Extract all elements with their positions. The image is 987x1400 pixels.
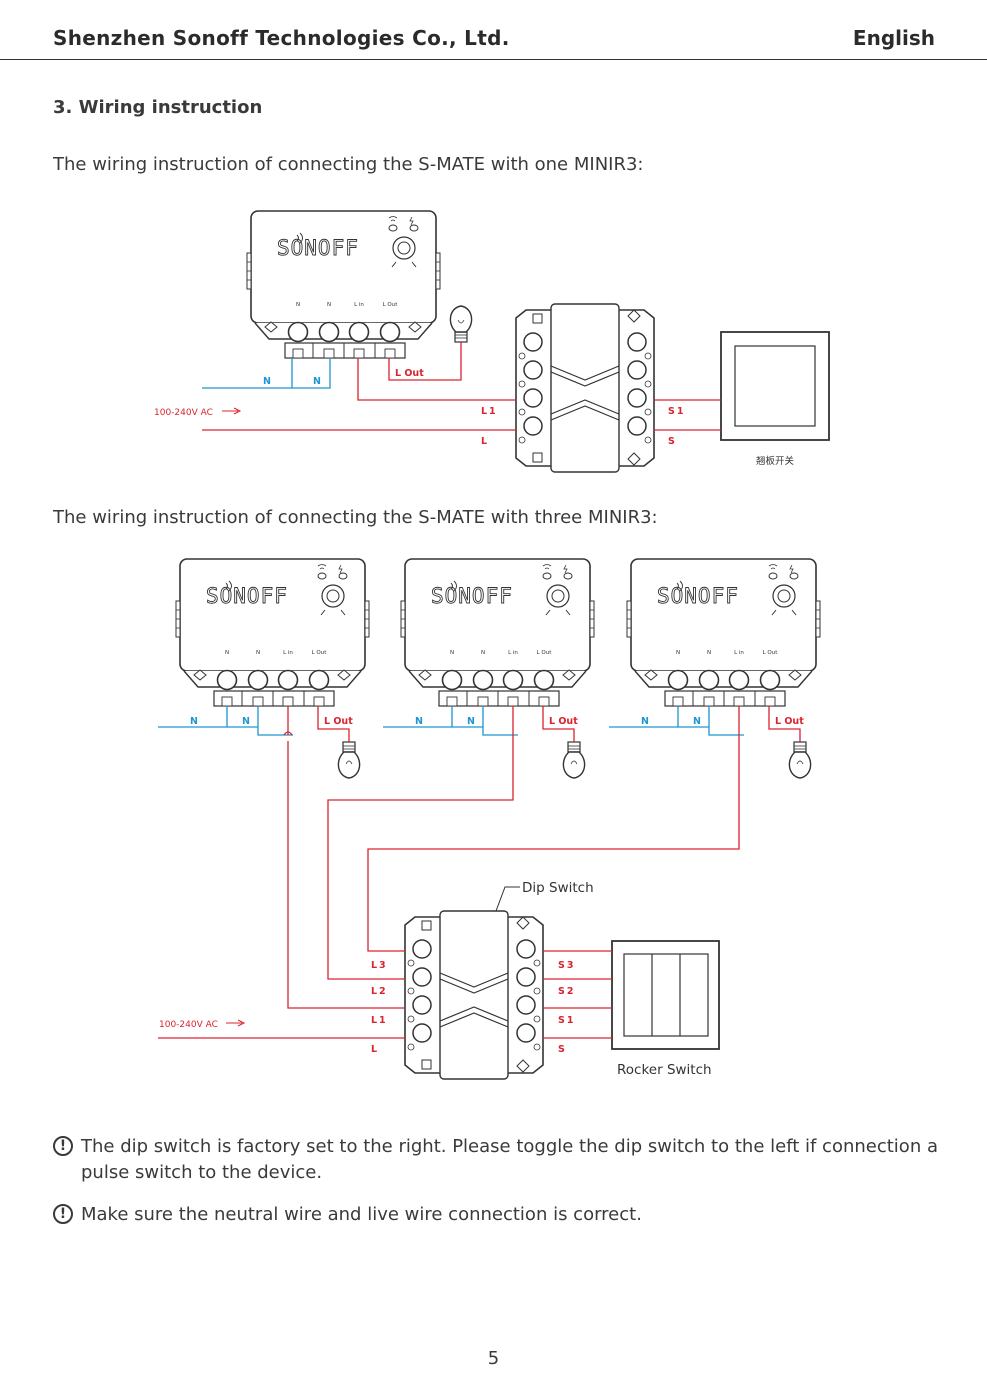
warning-icon: ! [53, 1204, 73, 1224]
label-s: S [558, 1044, 565, 1055]
caption-one-minir3: The wiring instruction of connecting the… [53, 154, 644, 175]
label-n: N [313, 376, 321, 387]
label-l: L [481, 436, 487, 447]
label-n: N [693, 716, 701, 727]
label-n: N [263, 376, 271, 387]
section-title: 3. Wiring instruction [53, 97, 263, 118]
switch-label: 翘板开关 [756, 455, 795, 467]
label-n: N [242, 716, 250, 727]
light-bulb-icon [562, 741, 586, 779]
label-l: L [371, 1044, 377, 1055]
label-s1: S1 [558, 1015, 575, 1026]
label-l-out: L Out [324, 716, 353, 727]
label-n: N [641, 716, 649, 727]
language-label: English [852, 26, 935, 50]
wiring-note-text: Make sure the neutral wire and live wire… [81, 1204, 642, 1225]
label-l-out: L Out [549, 716, 578, 727]
caption-three-minir3: The wiring instruction of connecting the… [53, 507, 658, 528]
label-l1: L1 [481, 406, 498, 417]
dip-switch-note-text: The dip switch is factory set to the rig… [81, 1136, 938, 1183]
label-n: N [415, 716, 423, 727]
label-n: N [190, 716, 198, 727]
label-s: S [668, 436, 675, 447]
light-bulb-icon [449, 305, 473, 343]
warning-icon: ! [53, 1136, 73, 1156]
label-s3: S3 [558, 960, 575, 971]
rocker-switch-label: Rocker Switch [617, 1062, 712, 1078]
dip-switch-label: Dip Switch [522, 880, 594, 896]
company-name: Shenzhen Sonoff Technologies Co., Ltd. [53, 26, 510, 50]
label-l3: L3 [371, 960, 388, 971]
label-s2: S2 [558, 986, 575, 997]
label-l2: L2 [371, 986, 388, 997]
light-bulb-icon [788, 741, 812, 779]
diagram-one-minir3 [202, 210, 830, 473]
label-s1: S1 [668, 406, 685, 417]
supply-voltage-label: 100-240V AC [154, 408, 213, 418]
rocker-switch-icon [611, 940, 720, 1050]
label-l-out: L Out [395, 368, 424, 379]
page-number: 5 [487, 1348, 500, 1369]
light-bulb-icon [337, 741, 361, 779]
supply-voltage-label: 100-240V AC [159, 1020, 218, 1030]
header-divider [0, 59, 987, 60]
label-n: N [467, 716, 475, 727]
diagram-three-minir3 [158, 558, 821, 1080]
label-l-out: L Out [775, 716, 804, 727]
label-l1: L1 [371, 1015, 388, 1026]
